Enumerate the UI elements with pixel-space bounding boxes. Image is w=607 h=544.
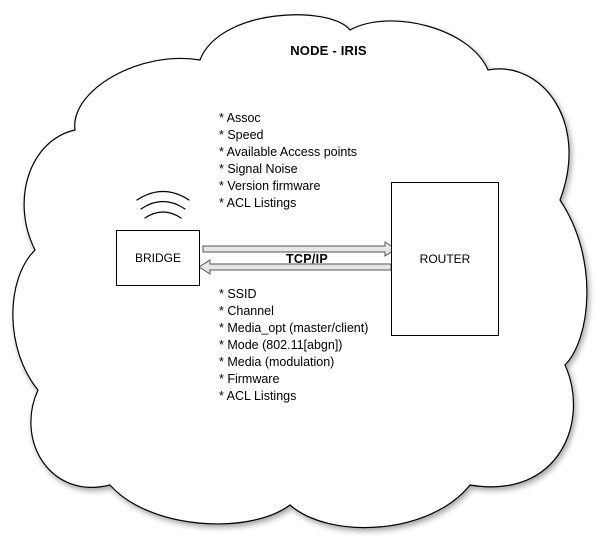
list-item: * Media (modulation) [219,355,335,369]
list-item: * Mode (802.11[abgn]) [219,338,343,352]
list-item: * Version firmware [219,179,321,193]
list-item: * Media_opt (master/client) [219,321,369,335]
list-item: * ACL Listings [219,196,297,210]
list-item: * SSID [219,287,257,301]
top-attribute-list: * Assoc * Speed * Available Access point… [219,110,357,212]
list-item: * Speed [219,128,264,142]
diagram-title: NODE - IRIS [290,43,367,58]
router-label: ROUTER [419,252,471,266]
cloud-icon [12,14,588,529]
connection-label: TCP/IP [285,252,329,266]
bottom-attribute-list: * SSID * Channel * Media_opt (master/cli… [219,286,368,405]
list-item: * Available Access points [219,145,358,159]
arrow-right-icon [202,241,397,257]
wireless-signal-icon [136,190,190,219]
list-item: * ACL Listings [219,389,297,403]
list-item: * Assoc [219,111,261,125]
bridge-label: BRIDGE [134,251,181,265]
list-item: * Channel [219,304,274,318]
arrow-left-icon [198,259,392,275]
list-item: * Signal Noise [219,162,298,176]
router-box: ROUTER [391,182,499,336]
list-item: * Firmware [219,372,280,386]
bridge-box: BRIDGE [116,230,200,286]
